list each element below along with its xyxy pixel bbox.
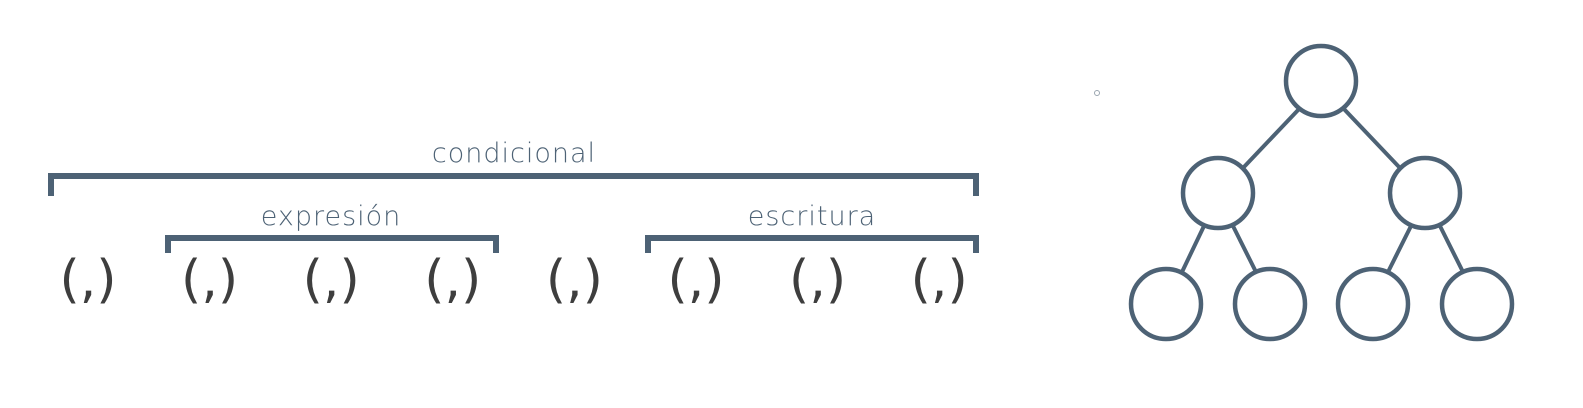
pair-token: (,) [667, 250, 724, 310]
tree-edge [1241, 106, 1302, 170]
binary-tree [1128, 43, 1515, 342]
tree-node-leaf [1439, 266, 1515, 342]
tree-edge [1341, 106, 1402, 170]
pair-token: (,) [911, 250, 968, 310]
tree-node-leaf [1232, 266, 1308, 342]
tree-node-root [1283, 43, 1359, 119]
pair-token: (,) [303, 250, 360, 310]
bracket-condicional: condicional [48, 138, 979, 196]
tree-edge [1438, 225, 1465, 273]
label-expresion: expresión [261, 201, 402, 232]
bracket-expresion: expresión [165, 201, 499, 253]
pair-token: (,) [181, 250, 238, 310]
pair-token: (,) [789, 250, 846, 310]
tree-node-right [1387, 155, 1463, 231]
label-condicional: condicional [432, 138, 596, 169]
pair-token: (,) [59, 250, 116, 310]
small-dot [1094, 90, 1100, 96]
label-escritura: escritura [748, 201, 876, 232]
tree-node-leaf [1128, 266, 1204, 342]
tree-edge [1180, 225, 1206, 273]
pair-token: (,) [546, 250, 603, 310]
tree-edge [1231, 225, 1258, 273]
tree-edge [1386, 225, 1413, 273]
bracket-escritura: escritura [645, 201, 979, 253]
tree-node-leaf [1335, 266, 1411, 342]
token-row: (,) (,) (,) (,) (,) (,) (,) (,) [59, 250, 967, 310]
tree-node-left [1180, 155, 1256, 231]
pair-token: (,) [424, 250, 481, 310]
